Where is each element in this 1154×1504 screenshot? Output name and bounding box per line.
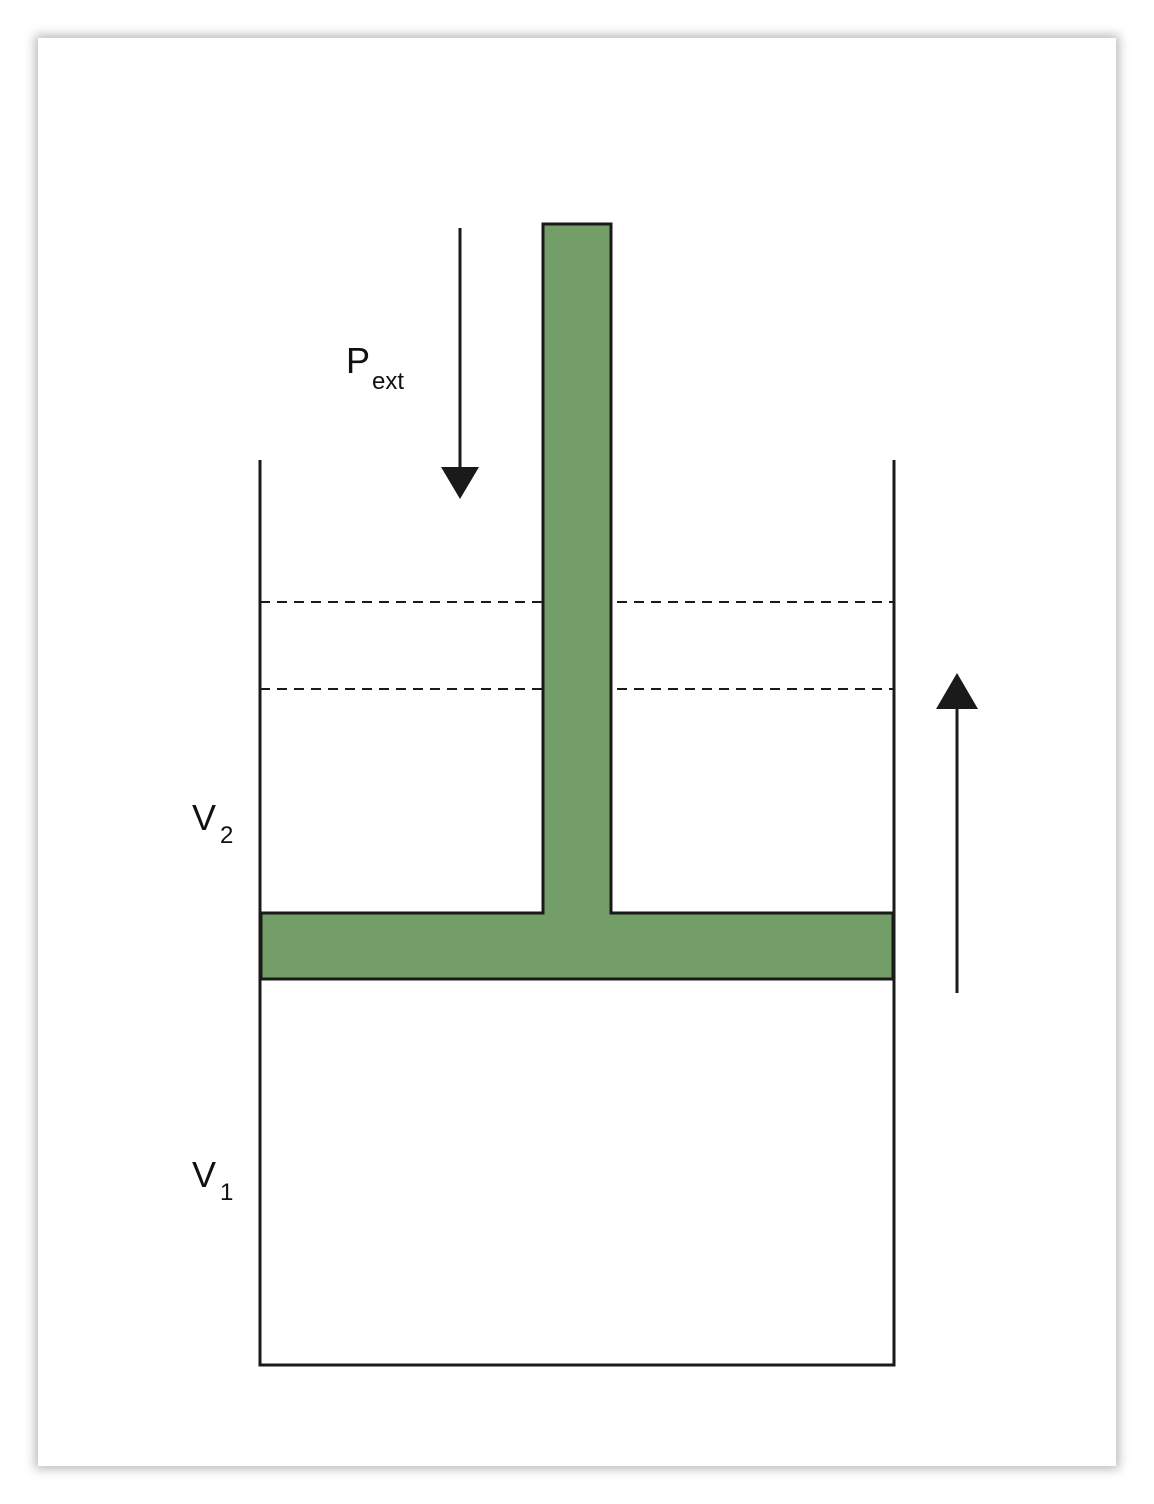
svg-text:2: 2 xyxy=(220,822,233,849)
svg-text:1: 1 xyxy=(220,1179,233,1206)
p-ext-label: P ext xyxy=(346,340,404,395)
v2-label: V 2 xyxy=(192,797,233,849)
expansion-arrow xyxy=(936,673,978,993)
svg-text:P: P xyxy=(346,340,370,381)
v1-label: V 1 xyxy=(192,1154,233,1206)
svg-text:ext: ext xyxy=(372,368,404,395)
piston xyxy=(259,222,895,981)
svg-text:V: V xyxy=(192,1154,216,1195)
external-pressure-arrow xyxy=(441,228,479,499)
svg-text:V: V xyxy=(192,797,216,838)
